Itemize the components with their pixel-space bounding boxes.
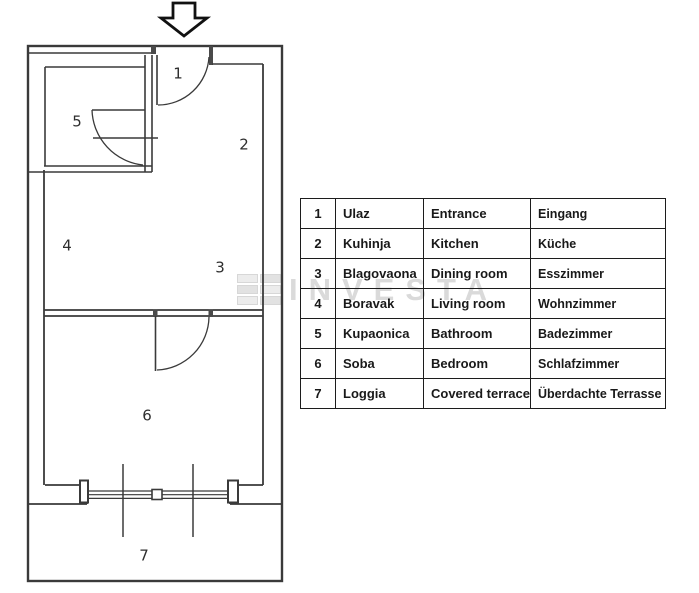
legend-table: 1 Ulaz Entrance Eingang 2 Kuhinja Kitche…: [300, 198, 666, 409]
name-de-cell: Badezimmer: [530, 318, 666, 349]
room-label-dining-room: 3: [215, 258, 225, 277]
name-hr-cell: Soba: [335, 348, 424, 379]
bathroom-door-arc: [91, 109, 144, 166]
entrance-arrow-icon: [156, 1, 212, 38]
name-en-cell: Entrance: [423, 198, 531, 229]
room-label-entrance: 1: [173, 64, 183, 83]
watermark-grid-logo-icon: [237, 274, 281, 305]
room-number-cell: 6: [300, 348, 336, 379]
name-en-cell: Living room: [423, 288, 531, 319]
room-label-kitchen: 2: [239, 135, 249, 154]
entrance-jamb-right: [209, 46, 213, 65]
name-hr-cell: Blagovaona: [335, 258, 424, 289]
name-hr-cell: Loggia: [335, 378, 424, 409]
loggia-wall-left-block: [28, 484, 88, 505]
name-en-cell: Bathroom: [423, 318, 531, 349]
name-de-cell: Wohnzimmer: [530, 288, 666, 319]
loggia-window-jamb-left: [79, 479, 89, 504]
loggia-window-jamb-right: [227, 479, 239, 504]
room-number-cell: 4: [300, 288, 336, 319]
name-en-cell: Kitchen: [423, 228, 531, 259]
legend-row: 6 Soba Bedroom Schlafzimmer: [300, 348, 666, 379]
legend-row: 4 Boravak Living room Wohnzimmer: [300, 288, 666, 319]
name-en-cell: Bedroom: [423, 348, 531, 379]
name-de-cell: Überdachte Terrasse: [530, 378, 666, 409]
name-hr-cell: Kuhinja: [335, 228, 424, 259]
room-label-bathroom: 5: [72, 112, 82, 131]
room-number-cell: 3: [300, 258, 336, 289]
legend-row: 2 Kuhinja Kitchen Küche: [300, 228, 666, 259]
bedroom-door-jamb-right: [208, 309, 213, 317]
room-number-cell: 2: [300, 228, 336, 259]
room-label-bedroom: 6: [142, 406, 152, 425]
legend-row: 3 Blagovaona Dining room Esszimmer: [300, 258, 666, 289]
entrance-jamb-left: [151, 46, 156, 54]
legend-row: 1 Ulaz Entrance Eingang: [300, 198, 666, 229]
name-de-cell: Küche: [530, 228, 666, 259]
entrance-door-arc: [157, 56, 210, 106]
room-label-loggia: 7: [139, 546, 149, 565]
room-number-cell: 7: [300, 378, 336, 409]
name-hr-cell: Boravak: [335, 288, 424, 319]
loggia-window-center-post: [151, 488, 163, 501]
name-hr-cell: Ulaz: [335, 198, 424, 229]
name-de-cell: Schlafzimmer: [530, 348, 666, 379]
name-en-cell: Dining room: [423, 258, 531, 289]
room-number-cell: 1: [300, 198, 336, 229]
bedroom-door-jamb-left: [153, 309, 158, 317]
room-label-living-room: 4: [62, 236, 72, 255]
bedroom-door-arc: [156, 316, 210, 371]
legend-row: 5 Kupaonica Bathroom Badezimmer: [300, 318, 666, 349]
name-de-cell: Esszimmer: [530, 258, 666, 289]
legend-row: 7 Loggia Covered terrace Überdachte Terr…: [300, 378, 666, 409]
name-en-cell: Covered terrace: [423, 378, 531, 409]
name-hr-cell: Kupaonica: [335, 318, 424, 349]
name-de-cell: Eingang: [530, 198, 666, 229]
room-number-cell: 5: [300, 318, 336, 349]
